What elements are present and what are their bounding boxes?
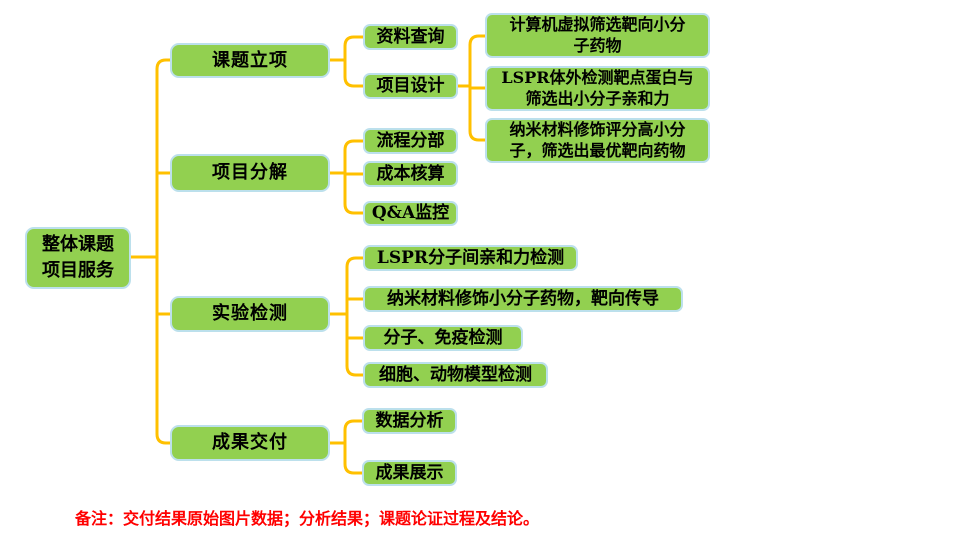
branch-project-initiation: 课题立项 [170,43,330,78]
node-cost-accounting: 成本核算 [363,161,458,187]
branch-project-breakdown: 项目分解 [170,154,330,192]
node-process-division: 流程分部 [363,128,458,154]
footer-note: 备注：交付结果原始图片数据；分析结果；课题论证过程及结论。 [75,509,540,528]
node-nano-material-scoring: 纳米材料修饰评分高小分 子，筛选出最优靶向药物 [485,118,710,163]
node-project-design: 项目设计 [363,73,458,99]
node-computer-virtual-screening: 计算机虚拟筛选靶向小分 子药物 [485,13,710,58]
node-nano-targeted-delivery: 纳米材料修饰小分子药物，靶向传导 [363,286,683,312]
node-lspr-invitro-detection: LSPR体外检测靶点蛋白与 筛选出小分子亲和力 [485,66,710,111]
node-lspr-affinity-detection: LSPR分子间亲和力检测 [363,245,578,271]
branch-experiment-testing: 实验检测 [170,296,330,332]
node-data-analysis: 数据分析 [362,408,457,434]
node-data-search: 资料查询 [363,24,458,50]
node-cell-animal-model-detection: 细胞、动物模型检测 [363,362,548,388]
node-molecular-immune-detection: 分子、免疫检测 [363,325,523,351]
node-qa-monitoring: Q&A监控 [363,201,458,226]
root-node: 整体课题 项目服务 [25,227,131,289]
node-result-presentation: 成果展示 [362,460,457,486]
branch-deliverables: 成果交付 [170,425,330,461]
